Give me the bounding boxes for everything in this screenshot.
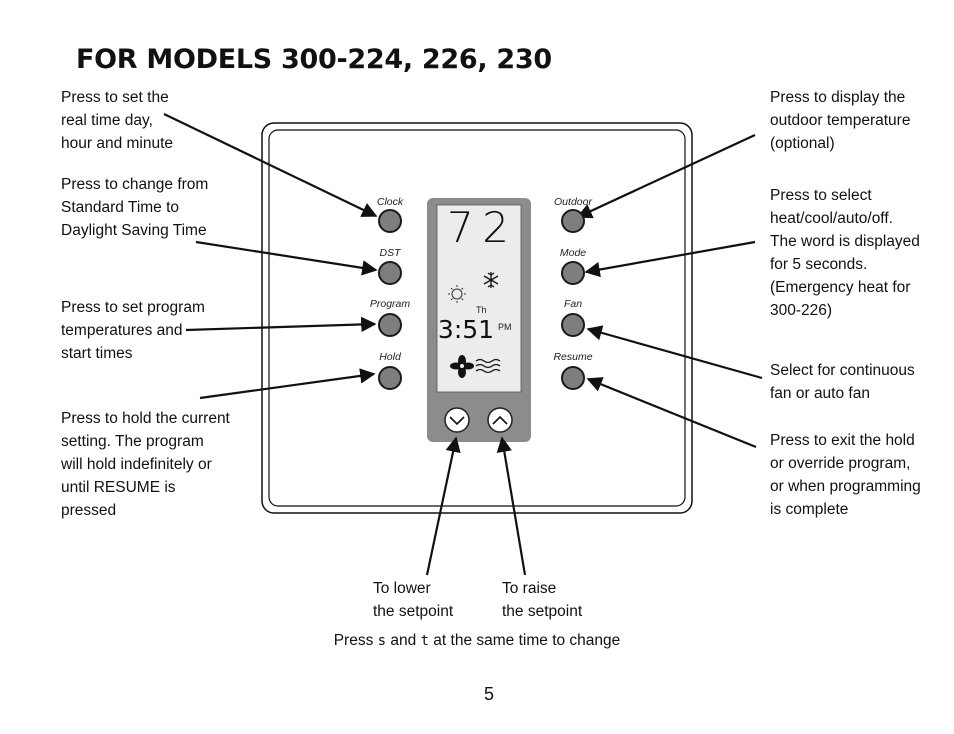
thermostat-inner-frame — [268, 129, 686, 507]
callout-clock: Press to set the real time day, hour and… — [61, 89, 174, 152]
lcd-ampm: PM — [498, 322, 512, 332]
leader-lower — [425, 436, 461, 576]
page-title: FOR MODELS 300-224, 226, 230 — [76, 44, 552, 75]
fan-button-label: Fan — [563, 298, 583, 310]
resume-button-label: Resume — [553, 351, 593, 363]
callout-hold: Press to hold the current setting. The p… — [61, 410, 230, 519]
down-glyph: s — [377, 633, 387, 649]
chevron-up-icon — [492, 415, 508, 425]
mode-button[interactable] — [561, 261, 585, 285]
leader-clock — [163, 113, 378, 217]
leader-outdoor — [576, 134, 756, 219]
callout-raise: To raise the setpoint — [502, 580, 583, 620]
leader-lines — [163, 113, 763, 576]
lcd-day: Th — [476, 305, 487, 315]
down-button — [444, 407, 470, 433]
callout-program: Press to set program temperatures and st… — [61, 299, 205, 362]
airflow-icon — [475, 358, 501, 374]
leader-fan — [586, 325, 763, 380]
fan-icon — [450, 355, 474, 378]
callout-resume: Press to exit the hold or override progr… — [770, 432, 921, 518]
chevron-down-icon — [449, 416, 465, 426]
callout-mode: Press to select heat/cool/auto/off. The … — [770, 187, 920, 319]
bottom-note: Press s and t at the same time to change — [333, 632, 621, 649]
resume-button[interactable] — [561, 366, 585, 390]
dst-button-label: DST — [379, 247, 401, 259]
hold-button[interactable] — [378, 366, 402, 390]
leader-program — [185, 316, 377, 333]
sun-icon — [448, 285, 466, 303]
callout-dst: Press to change from Standard Time to Da… — [61, 176, 209, 239]
hold-button-label: Hold — [379, 351, 401, 363]
mode-button-label: Mode — [559, 247, 587, 259]
up-glyph: t — [420, 633, 429, 649]
clock-button-label: Clock — [376, 196, 404, 208]
callout-lower: To lower the setpoint — [373, 580, 454, 620]
thermostat-outer-frame — [261, 122, 693, 514]
leader-hold — [199, 368, 376, 400]
lcd-screen — [436, 204, 522, 393]
fan-button[interactable] — [561, 313, 585, 337]
leader-mode — [584, 240, 756, 278]
leader-resume — [586, 377, 757, 449]
up-button — [487, 407, 513, 433]
snowflake-icon — [483, 272, 499, 288]
page-number: 5 — [483, 684, 494, 704]
outdoor-button-label: Outdoor — [554, 196, 592, 208]
outdoor-button[interactable] — [561, 209, 585, 233]
leader-dst — [195, 240, 378, 276]
callout-outdoor: Press to display the outdoor temperature… — [770, 89, 911, 152]
clock-button[interactable] — [378, 209, 402, 233]
leader-raise — [496, 436, 527, 576]
dst-button[interactable] — [378, 261, 402, 285]
lcd-time: 3:51 — [438, 315, 494, 344]
callout-fan: Select for continuous fan or auto fan — [770, 362, 915, 402]
program-button-label: Program — [369, 298, 411, 310]
program-button[interactable] — [378, 313, 402, 337]
